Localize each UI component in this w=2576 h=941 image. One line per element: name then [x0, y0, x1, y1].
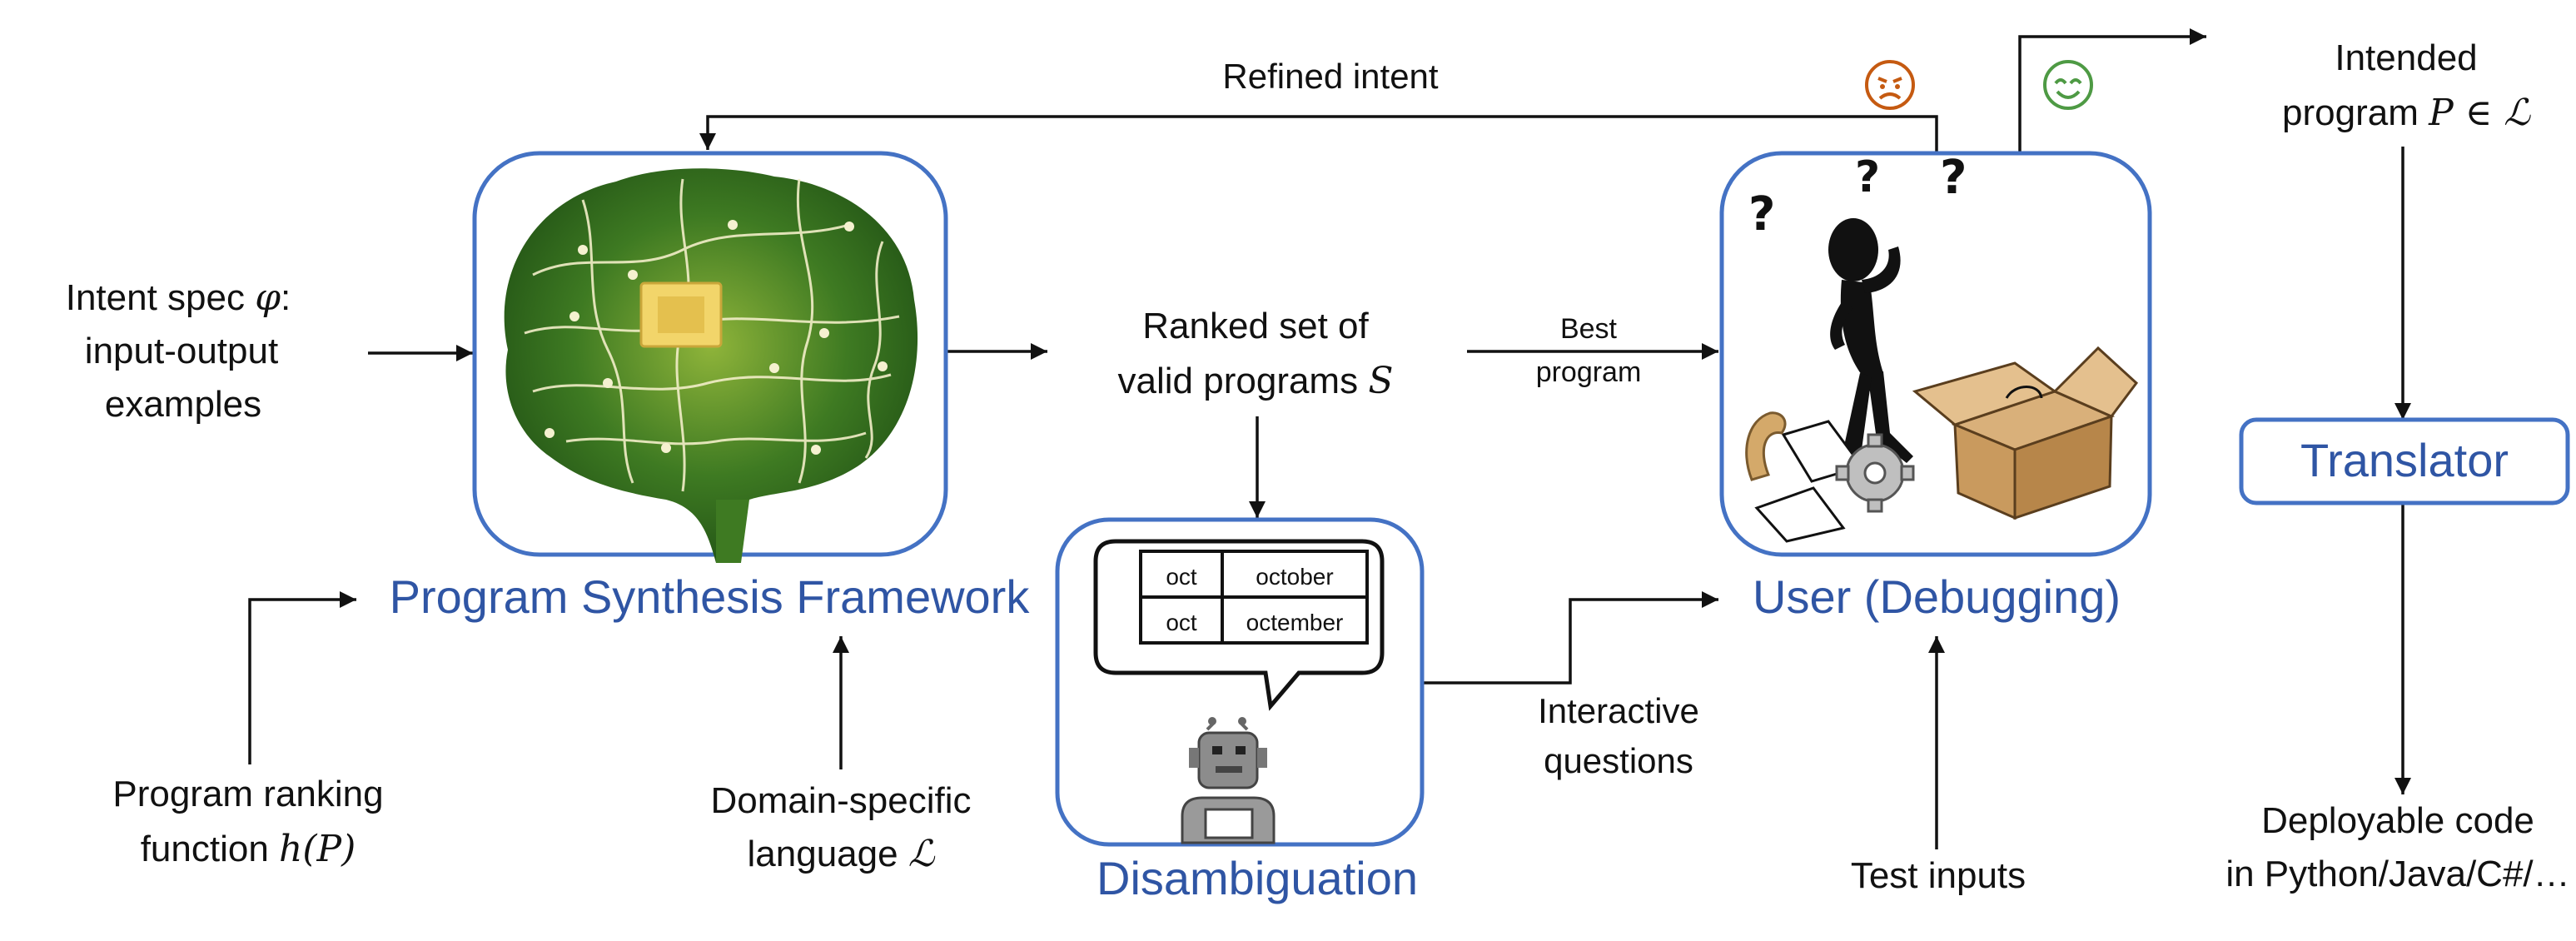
user-debugging-title: User (Debugging): [1753, 570, 2121, 623]
interactive-questions-label: Interactive questions: [1538, 691, 1699, 780]
svg-text:?: ?: [1748, 187, 1775, 241]
test-inputs-label: Test inputs: [1851, 855, 2026, 896]
deploy-line2: in Python/Java/C#/…: [2225, 854, 2569, 894]
svg-text:Intent spec φ:: Intent spec φ:: [66, 276, 291, 319]
ranking-line1: Program ranking: [112, 774, 383, 814]
svg-text:language ℒ: language ℒ: [748, 833, 936, 875]
best-program-label: Best program: [1536, 313, 1642, 388]
svg-text:valid programs S: valid programs S: [1118, 360, 1394, 402]
translator-title: Translator: [2300, 434, 2509, 486]
dsl-line2: language: [748, 834, 908, 874]
deployable-code-label: Deployable code in Python/Java/C#/…: [2225, 800, 2569, 894]
ranking-function-label: Program ranking function h(P): [112, 774, 383, 870]
dsl-line1: Domain-specific: [711, 780, 972, 821]
intent-spec-line2: input-output: [85, 331, 278, 371]
dsl-symbol: ℒ: [908, 833, 936, 875]
svg-text:program P ∈ ℒ: program P ∈ ℒ: [2282, 92, 2531, 134]
interactive-line1: Interactive: [1538, 691, 1699, 730]
refined-intent-arrow: [699, 115, 1938, 152]
robot-icon: [1181, 717, 1276, 844]
interactive-questions-arrow: [1422, 591, 1718, 685]
svg-text:?: ?: [1855, 152, 1880, 202]
connectors: [248, 28, 2411, 849]
dsl-label: Domain-specific language ℒ: [711, 780, 972, 875]
user-image: ? ? ?: [1745, 151, 2139, 543]
table-cell: oct: [1166, 610, 1197, 635]
table-cell: oct: [1166, 564, 1197, 590]
intent-spec-text: Intent spec: [66, 277, 255, 318]
deploy-line1: Deployable code: [2261, 800, 2534, 841]
brain-image: [504, 168, 918, 564]
angry-face-icon: [1865, 60, 1915, 110]
ranked-line1: Ranked set of: [1142, 306, 1369, 346]
ranked-symbol: S: [1368, 360, 1393, 402]
best-line1: Best: [1560, 313, 1618, 345]
ranked-set-label: Ranked set of valid programs S: [1118, 306, 1394, 402]
refined-intent-label: Refined intent: [1222, 57, 1439, 96]
ranking-symbol: h(P): [279, 828, 356, 870]
accepted-program-arrow: [2018, 28, 2206, 152]
smiling-face-icon: [2043, 60, 2093, 110]
interactive-line2: questions: [1544, 741, 1693, 780]
intent-spec-line3: examples: [105, 384, 261, 425]
ranking-function-arrow: [248, 591, 356, 764]
ranking-line2: function: [141, 829, 279, 869]
intent-spec-colon: :: [281, 277, 291, 318]
program-synthesis-title: Program Synthesis Framework: [390, 570, 1031, 623]
intended-program-label: Intended program P ∈ ℒ: [2282, 37, 2531, 134]
svg-text:function h(P): function h(P): [141, 828, 356, 870]
intended-line2: program: [2282, 92, 2429, 133]
intent-spec-label: Intent spec φ: input-output examples: [66, 276, 291, 425]
ranked-line2: valid programs: [1118, 361, 1369, 401]
disambiguation-title: Disambiguation: [1097, 852, 1418, 904]
intended-symbol: P ∈ ℒ: [2428, 92, 2531, 134]
svg-text:?: ?: [1940, 151, 1967, 205]
disambiguation-table: oct october oct octember: [1139, 550, 1369, 645]
best-line2: program: [1536, 356, 1642, 388]
table-cell: october: [1256, 564, 1333, 590]
intended-line1: Intended: [2335, 37, 2477, 78]
translator-box: [2239, 417, 2570, 505]
intent-spec-symbol: φ: [255, 276, 281, 319]
table-cell: octember: [1246, 610, 1344, 635]
